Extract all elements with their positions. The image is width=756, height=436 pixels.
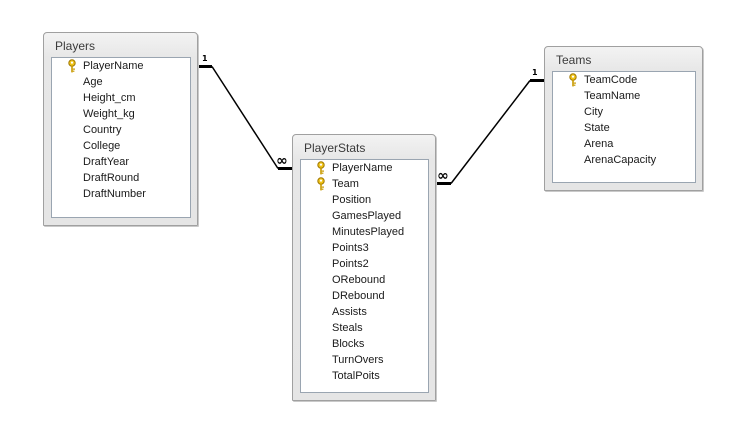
field-row[interactable]: TeamCode — [553, 72, 695, 88]
field-name: Blocks — [332, 338, 365, 350]
field-row[interactable]: Weight_kg — [52, 106, 190, 122]
field-row[interactable]: Points2 — [301, 256, 428, 272]
relationship-teams-playerstats[interactable] — [436, 79, 545, 185]
field-row[interactable]: DraftRound — [52, 170, 190, 186]
field-row[interactable]: Age — [52, 74, 190, 90]
key-icon — [317, 177, 325, 191]
field-row[interactable]: ORebound — [301, 272, 428, 288]
field-name: Steals — [332, 322, 363, 334]
table-title[interactable]: Teams — [556, 53, 592, 67]
field-name: PlayerName — [332, 162, 393, 174]
key-icon — [317, 161, 325, 175]
field-row[interactable]: Points3 — [301, 240, 428, 256]
field-row[interactable]: Arena — [553, 136, 695, 152]
field-row[interactable]: Blocks — [301, 336, 428, 352]
field-row[interactable]: DRebound — [301, 288, 428, 304]
field-name: TurnOvers — [332, 354, 384, 366]
field-name: DraftYear — [83, 156, 130, 168]
field-row[interactable]: State — [553, 120, 695, 136]
field-name: Arena — [584, 138, 614, 150]
field-name: MinutesPlayed — [332, 226, 405, 238]
field-name: TeamName — [584, 90, 641, 102]
field-name: Country — [83, 124, 122, 136]
field-name: Weight_kg — [83, 108, 135, 120]
table-teams[interactable]: Teams TeamCode TeamName City State — [544, 46, 703, 191]
field-row[interactable]: PlayerName — [301, 160, 428, 176]
field-name: City — [584, 106, 603, 118]
field-name: PlayerName — [83, 60, 144, 72]
field-name: Height_cm — [83, 92, 136, 104]
cardinality-many-playerstats-team: ∞ — [437, 168, 449, 184]
field-name: Team — [332, 178, 359, 190]
field-row[interactable]: City — [553, 104, 695, 120]
field-row[interactable]: PlayerName — [52, 58, 190, 74]
cardinality-many-playerstats-playername: ∞ — [276, 153, 288, 169]
field-row[interactable]: Height_cm — [52, 90, 190, 106]
field-row[interactable]: MinutesPlayed — [301, 224, 428, 240]
key-icon — [68, 59, 76, 73]
field-list[interactable]: PlayerName Team Position GamesPlayed Mi — [300, 159, 429, 393]
field-name: State — [584, 122, 610, 134]
field-row[interactable]: College — [52, 138, 190, 154]
cardinality-one-players: 1 — [202, 54, 208, 63]
field-list[interactable]: TeamCode TeamName City State Arena Arena… — [552, 71, 696, 183]
field-name: TotalPoits — [332, 370, 380, 382]
field-row[interactable]: Country — [52, 122, 190, 138]
field-row[interactable]: ArenaCapacity — [553, 152, 695, 168]
field-row[interactable]: GamesPlayed — [301, 208, 428, 224]
table-title[interactable]: Players — [55, 39, 96, 53]
table-playerstats[interactable]: PlayerStats PlayerName — [292, 134, 436, 401]
field-name: ORebound — [332, 274, 386, 286]
field-name: Points2 — [332, 258, 369, 270]
field-name: Position — [332, 194, 372, 206]
field-name: DraftNumber — [83, 188, 146, 200]
field-row[interactable]: Team — [301, 176, 428, 192]
field-name: TeamCode — [584, 74, 638, 86]
field-name: GamesPlayed — [332, 210, 402, 222]
field-row[interactable]: Assists — [301, 304, 428, 320]
cardinality-one-teams: 1 — [532, 68, 538, 77]
field-name: DraftRound — [83, 172, 140, 184]
field-name: Age — [83, 76, 103, 88]
field-list[interactable]: PlayerName Age Height_cm Weight_kg Count… — [51, 57, 191, 218]
field-name: ArenaCapacity — [584, 154, 657, 166]
field-name: Assists — [332, 306, 367, 318]
field-name: DRebound — [332, 290, 385, 302]
field-row[interactable]: Position — [301, 192, 428, 208]
table-title[interactable]: PlayerStats — [304, 141, 366, 155]
field-row[interactable]: DraftNumber — [52, 186, 190, 202]
field-row[interactable]: TotalPoits — [301, 368, 428, 384]
field-row[interactable]: TurnOvers — [301, 352, 428, 368]
field-row[interactable]: DraftYear — [52, 154, 190, 170]
field-name: College — [83, 140, 121, 152]
key-icon — [569, 73, 577, 87]
field-row[interactable]: Steals — [301, 320, 428, 336]
field-name: Points3 — [332, 242, 369, 254]
field-row[interactable]: TeamName — [553, 88, 695, 104]
table-players[interactable]: Players PlayerName Age Height_cm Weight_… — [43, 32, 198, 226]
